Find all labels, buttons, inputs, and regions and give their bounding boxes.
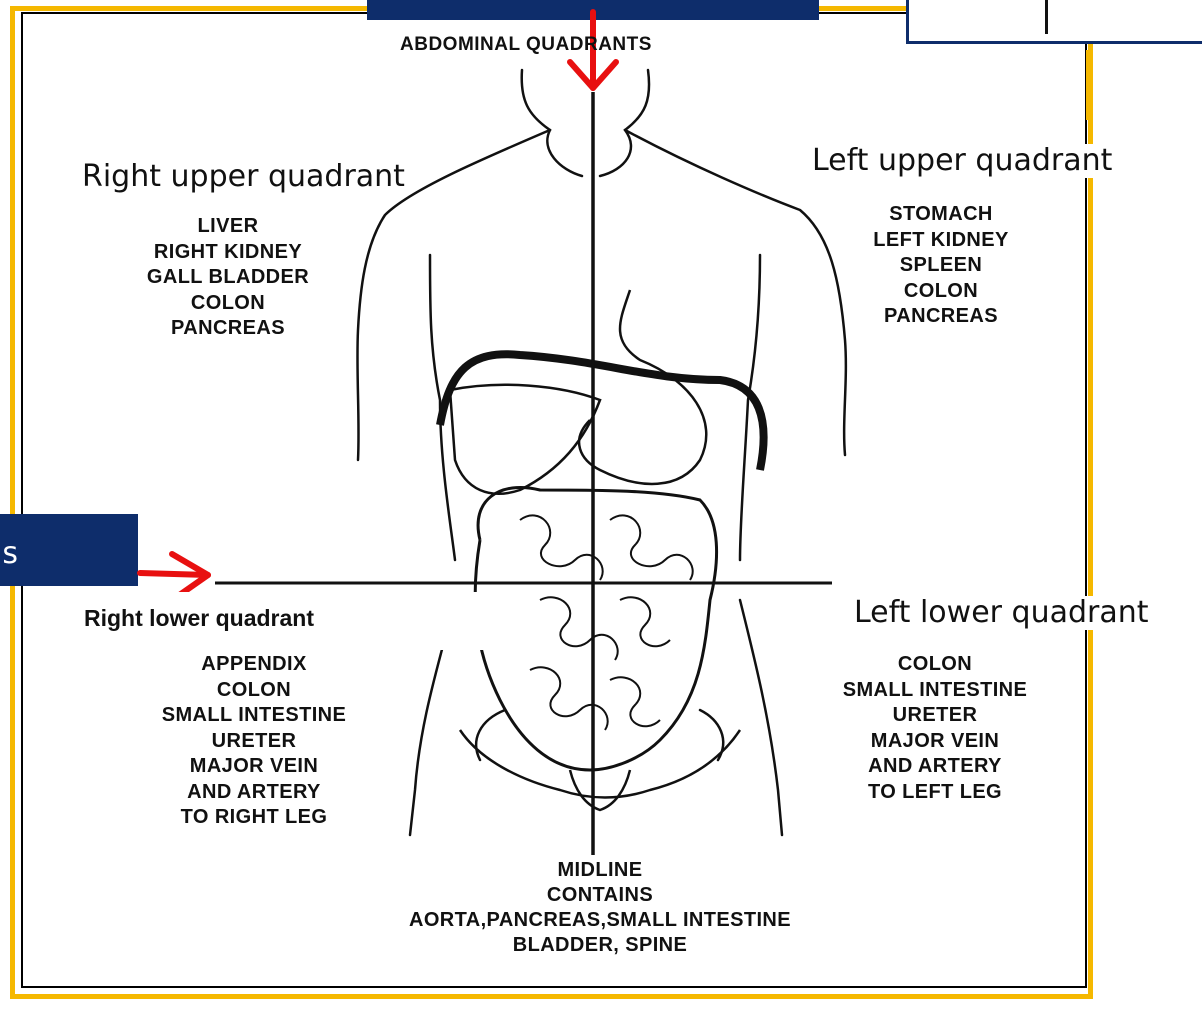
callout-left-lower: Left lower quadrant [850, 596, 1153, 630]
organ-item: COLON [88, 291, 368, 317]
small-intestine [520, 515, 693, 730]
organ-item: TO LEFT LEG [780, 780, 1090, 806]
luq-organ-list: STOMACH LEFT KIDNEY SPLEEN COLON PANCREA… [826, 202, 1056, 330]
llq-organ-list: COLON SMALL INTESTINE URETER MAJOR VEIN … [780, 652, 1090, 805]
midline-contents: MIDLINE CONTAINS AORTA,PANCREAS,SMALL IN… [300, 858, 900, 958]
midline-item: AORTA,PANCREAS,SMALL INTESTINE [300, 908, 900, 933]
organ-item: RIGHT KIDNEY [88, 240, 368, 266]
organ-item: LIVER [88, 214, 368, 240]
red-arrow-right [140, 554, 208, 596]
liver-outline [450, 385, 600, 494]
midline-item: BLADDER, SPINE [300, 933, 900, 958]
midline-item: CONTAINS [300, 883, 900, 908]
organ-item: LEFT KIDNEY [826, 228, 1056, 254]
diaphragm-arc [440, 354, 764, 470]
callout-left-upper: Left upper quadrant [808, 144, 1116, 178]
organ-item: COLON [104, 678, 404, 704]
organ-item: AND ARTERY [780, 754, 1090, 780]
pelvis-outline [460, 730, 740, 798]
organ-item: COLON [780, 652, 1090, 678]
ruq-organ-list: LIVER RIGHT KIDNEY GALL BLADDER COLON PA… [88, 214, 368, 342]
organ-item: TO RIGHT LEG [104, 805, 404, 831]
stomach-outline [579, 290, 706, 484]
callout-right-lower: Right lower quadrant [60, 592, 520, 650]
organ-item: STOMACH [826, 202, 1056, 228]
organ-item: URETER [780, 703, 1090, 729]
callout-right-upper: Right upper quadrant [78, 160, 409, 194]
organ-item: MAJOR VEIN [104, 754, 404, 780]
organ-item: SPLEEN [826, 253, 1056, 279]
diagram-heading: ABDOMINAL QUADRANTS [400, 34, 652, 56]
body-outline [357, 70, 845, 835]
rlq-organ-list: APPENDIX COLON SMALL INTESTINE URETER MA… [104, 652, 404, 831]
organ-item: PANCREAS [88, 316, 368, 342]
ascending-colon [475, 540, 590, 770]
organ-item: URETER [104, 729, 404, 755]
organ-item: SMALL INTESTINE [104, 703, 404, 729]
midline-item: MIDLINE [300, 858, 900, 883]
organ-item: SMALL INTESTINE [780, 678, 1090, 704]
organ-item: MAJOR VEIN [780, 729, 1090, 755]
organ-item: COLON [826, 279, 1056, 305]
organ-item: PANCREAS [826, 304, 1056, 330]
organ-item: GALL BLADDER [88, 265, 368, 291]
organ-item: APPENDIX [104, 652, 404, 678]
organ-item: AND ARTERY [104, 780, 404, 806]
bladder-outline [570, 770, 630, 810]
